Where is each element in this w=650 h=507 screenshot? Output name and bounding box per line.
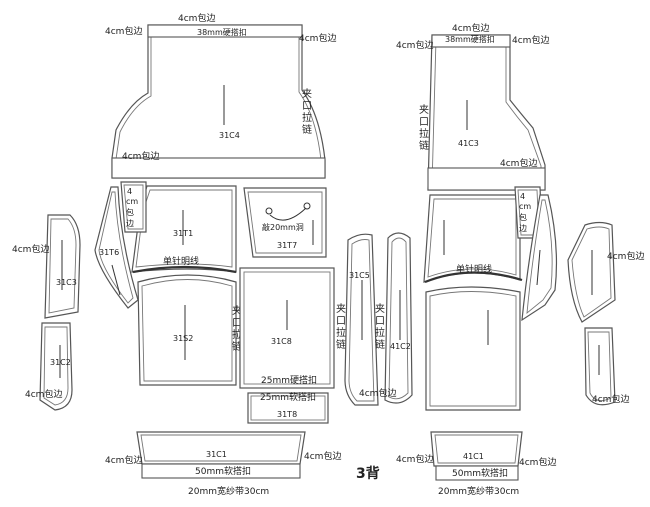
label-41c1: 41C1	[463, 452, 484, 461]
note-31c2-wrap: 4cm包边	[25, 388, 62, 400]
piece-right-far-lower	[584, 327, 616, 406]
note-41c3-zipper: 夹 口 拉 链	[419, 103, 429, 152]
note-41c1-right-wrap: 4cm包边	[519, 456, 556, 468]
svg-text:拉: 拉	[232, 328, 242, 341]
piece-31t8	[247, 392, 329, 424]
note-41c2-wrap: 4cm包边	[359, 387, 396, 399]
note-41c1-left-wrap: 4cm包边	[396, 453, 433, 465]
note-31c4-zipper: 夹 口 拉 链	[302, 87, 312, 136]
svg-text:链: 链	[375, 338, 385, 351]
label-41c2: 41C2	[390, 342, 411, 351]
svg-text:4: 4	[520, 192, 525, 201]
svg-text:cm: cm	[519, 202, 531, 211]
piece-31s2	[137, 274, 237, 386]
piece-31t7	[243, 187, 327, 258]
svg-text:口: 口	[375, 316, 385, 327]
note-41c3-top-wrap: 4cm包边	[452, 22, 489, 34]
svg-text:包: 包	[519, 212, 527, 222]
note-41c1-webbing: 20mm宽纱带30cm	[438, 485, 519, 497]
svg-text:夹: 夹	[419, 103, 429, 116]
note-right-far-top-wrap: 4cm包边	[607, 250, 644, 262]
label-31c4: 31C4	[219, 131, 240, 140]
note-31c1-left-wrap: 4cm包边	[105, 454, 142, 466]
piece-right-lower-mid	[425, 286, 521, 411]
svg-text:cm: cm	[126, 197, 138, 206]
note-41c1-velcro: 50mm软搭扣	[452, 467, 508, 479]
note-31c4-top-wrap: 4cm包边	[178, 12, 215, 24]
note-41c3-right-wrap: 4cm包边	[512, 34, 549, 46]
note-wrap-strip-left: 4 cm 包 边	[126, 187, 138, 228]
svg-text:链: 链	[419, 139, 429, 152]
piece-31c1	[136, 431, 306, 479]
piece-right-side-strip	[521, 194, 558, 322]
svg-text:拉: 拉	[375, 326, 385, 339]
note-31c4-bottom-wrap: 4cm包边	[122, 150, 159, 162]
piece-31t1	[131, 185, 237, 274]
note-punch-hole: 敲20mm洞	[262, 222, 304, 232]
svg-text:口: 口	[336, 316, 346, 327]
piece-31c2	[39, 322, 73, 411]
note-31c4-left-wrap: 4cm包边	[105, 25, 142, 37]
piece-31c5	[344, 233, 379, 406]
svg-text:链: 链	[302, 123, 312, 136]
piece-right-far-top	[567, 221, 616, 323]
svg-text:链: 链	[232, 340, 242, 353]
note-single-stitch-left: 单针明线	[163, 255, 199, 267]
svg-text:拉: 拉	[302, 111, 312, 124]
label-31t7: 31T7	[277, 241, 297, 250]
piece-right-upper-mid	[423, 194, 523, 284]
svg-text:口: 口	[232, 318, 242, 329]
note-31s2-zipper: 夹 口 拉 链	[232, 304, 242, 353]
note-wrap-strip-right: 4 cm 包 边	[519, 192, 531, 233]
note-right-far-lower-wrap: 4cm包边	[592, 393, 629, 405]
note-41c3-velcro: 38mm硬搭扣	[445, 34, 495, 44]
label-31c8: 31C8	[271, 337, 292, 346]
svg-text:拉: 拉	[419, 127, 429, 140]
svg-text:4: 4	[127, 187, 132, 196]
svg-text:口: 口	[302, 101, 312, 112]
label-31c2: 31C2	[50, 358, 71, 367]
note-41c2-zipper: 夹 口 拉 链	[375, 302, 385, 351]
piece-31c3	[44, 214, 81, 319]
label-31c5: 31C5	[349, 271, 370, 280]
note-31t8-velcro: 25mm软搭扣	[260, 391, 316, 403]
note-31c3-wrap: 4cm包边	[12, 243, 49, 255]
note-31c4-velcro: 38mm硬搭扣	[197, 27, 247, 37]
svg-text:夹: 夹	[232, 304, 242, 317]
piece-31c8	[239, 267, 335, 389]
svg-text:边: 边	[126, 218, 134, 228]
label-31c1: 31C1	[206, 450, 227, 459]
piece-41c3	[427, 34, 546, 191]
label-31t6: 31T6	[99, 248, 119, 257]
note-41c3-bottom-wrap: 4cm包边	[500, 157, 537, 169]
svg-text:边: 边	[519, 223, 527, 233]
piece-41c2	[384, 232, 413, 404]
label-31t8: 31T8	[277, 410, 297, 419]
note-31c8-zipper: 夹 口 拉 链	[336, 302, 346, 351]
note-31c8-velcro: 25mm硬搭扣	[261, 374, 317, 386]
svg-text:夹: 夹	[375, 302, 385, 315]
piece-31c4	[111, 24, 326, 179]
svg-text:包: 包	[126, 207, 134, 217]
piece-wrap-strip-left	[120, 181, 147, 233]
svg-text:链: 链	[336, 338, 346, 351]
svg-text:夹: 夹	[302, 87, 312, 100]
note-31c1-right-wrap: 4cm包边	[304, 450, 341, 462]
note-single-stitch-right: 单针明线	[456, 263, 492, 275]
note-31c1-velcro: 50mm软搭扣	[195, 465, 251, 477]
svg-text:拉: 拉	[336, 326, 346, 339]
note-41c3-left-wrap: 4cm包边	[396, 39, 433, 51]
piece-41c1	[430, 431, 523, 481]
label-31t1: 31T1	[173, 229, 193, 238]
label-31s2: 31S2	[173, 334, 193, 343]
note-31c1-webbing: 20mm宽纱带30cm	[188, 485, 269, 497]
label-41c3: 41C3	[458, 139, 479, 148]
note-31c4-right-wrap: 4cm包边	[299, 32, 336, 44]
label-31c3: 31C3	[56, 278, 77, 287]
sheet-title: 3背	[356, 465, 380, 482]
svg-text:口: 口	[419, 117, 429, 128]
svg-text:夹: 夹	[336, 302, 346, 315]
